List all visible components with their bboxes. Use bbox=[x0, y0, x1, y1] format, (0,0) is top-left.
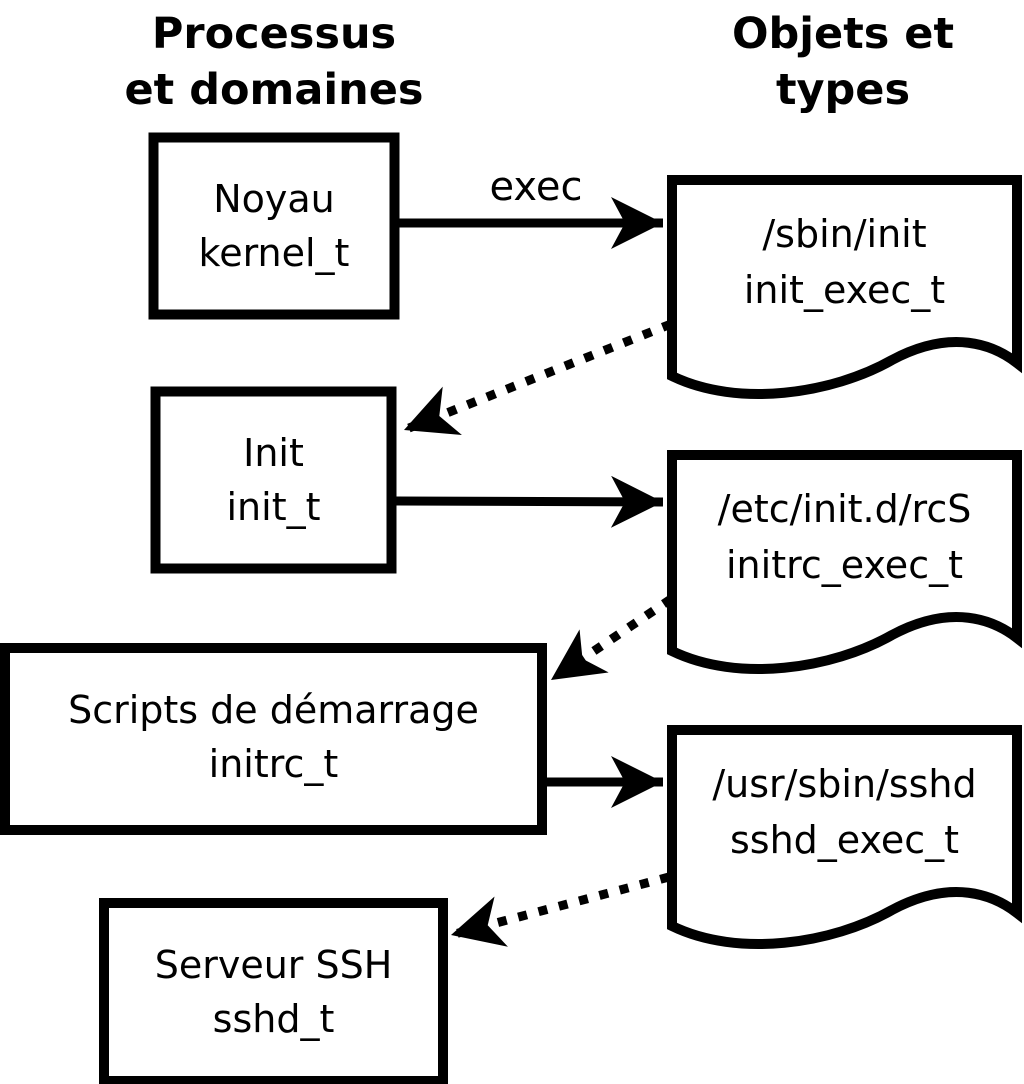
process-name: Scripts de démarrage bbox=[68, 687, 479, 732]
edge-label-exec: exec bbox=[489, 164, 583, 210]
process-domain-type: sshd_t bbox=[212, 997, 335, 1041]
column-header-objects-line2: types bbox=[775, 65, 911, 115]
process-box-initrc bbox=[0, 643, 547, 835]
arrow-initrc-exec-to-initrc bbox=[548, 595, 674, 684]
object-doc-init-exec bbox=[667, 175, 1022, 399]
column-header-objects: Objets et types bbox=[593, 6, 1024, 118]
process-domain-type: initrc_t bbox=[208, 741, 339, 786]
process-box-initrc-label: Scripts de démarrage initrc_t bbox=[5, 648, 542, 825]
object-doc-sshd-exec bbox=[667, 725, 1022, 949]
column-header-processes: Processus et domaines bbox=[24, 6, 524, 118]
object-path: /usr/sbin/sshd bbox=[712, 762, 977, 806]
object-path: /sbin/init bbox=[762, 212, 927, 256]
column-header-processes-line1: Processus bbox=[151, 9, 397, 59]
arrow-init-to-initrc-exec bbox=[395, 475, 664, 528]
process-domain-type: kernel_t bbox=[198, 230, 350, 275]
process-name: Init bbox=[243, 430, 304, 475]
process-box-init bbox=[150, 386, 397, 574]
object-doc-initrc-exec-label: /etc/init.d/rcS initrc_exec_t bbox=[672, 455, 1017, 593]
process-name: Noyau bbox=[213, 176, 335, 221]
object-path: /etc/init.d/rcS bbox=[717, 487, 972, 531]
column-header-processes-line2: et domaines bbox=[124, 65, 424, 115]
column-header-objects-line1: Objets et bbox=[731, 9, 955, 59]
process-name: Serveur SSH bbox=[154, 943, 393, 987]
process-box-kernel bbox=[148, 132, 400, 320]
process-box-init-label: Init init_t bbox=[155, 391, 392, 568]
arrow-sshd-exec-to-sshd bbox=[449, 872, 671, 947]
process-box-sshd bbox=[99, 898, 448, 1084]
object-type: init_exec_t bbox=[743, 268, 946, 312]
object-type: initrc_exec_t bbox=[726, 543, 963, 587]
process-box-kernel-label: Noyau kernel_t bbox=[153, 137, 395, 314]
object-doc-initrc-exec bbox=[667, 450, 1022, 674]
object-doc-init-exec-label: /sbin/init init_exec_t bbox=[672, 180, 1017, 318]
process-domain-type: init_t bbox=[226, 484, 321, 529]
object-type: sshd_exec_t bbox=[729, 818, 959, 862]
process-box-sshd-label: Serveur SSH sshd_t bbox=[104, 903, 443, 1081]
arrow-init-exec-to-init bbox=[402, 319, 673, 435]
object-doc-sshd-exec-label: /usr/sbin/sshd sshd_exec_t bbox=[672, 730, 1017, 868]
